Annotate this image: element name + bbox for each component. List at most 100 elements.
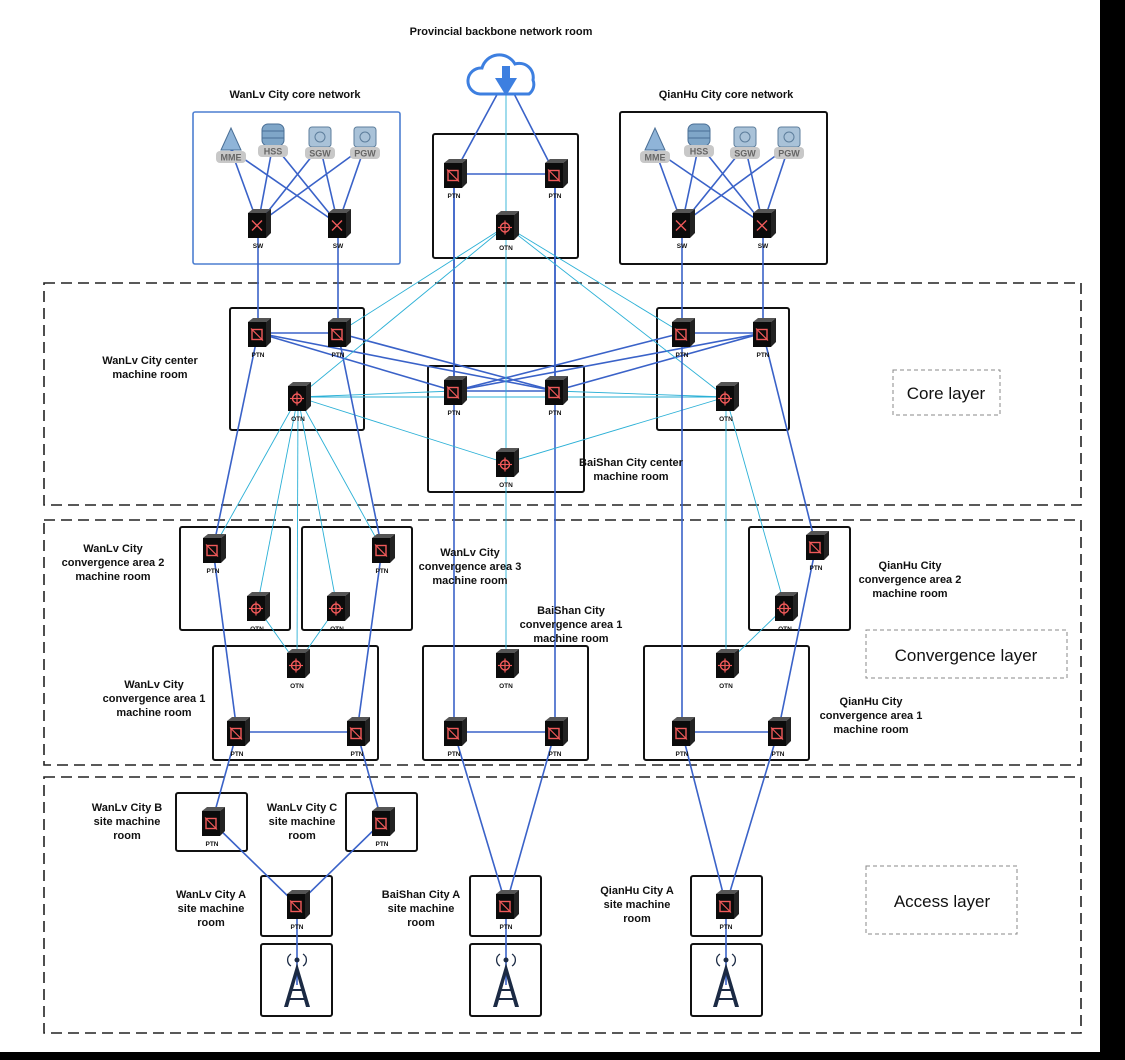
wanlv-b-room-box <box>175 792 248 852</box>
device-side <box>690 717 695 746</box>
element-tag <box>216 151 246 163</box>
baishan-conv1-room-label-line-3: machine room <box>533 633 608 645</box>
ptn-label: PTN <box>376 568 389 575</box>
ptn-icon-arrow <box>205 544 219 557</box>
link-wC-wA <box>296 821 383 906</box>
element-label: MME <box>645 153 666 163</box>
access-layer-box <box>43 776 1082 1034</box>
wanlv-c-room-label-line-2: site machine <box>269 816 336 828</box>
device-side <box>786 717 791 746</box>
gateway-shape <box>308 126 332 148</box>
device-side <box>734 649 739 678</box>
link-wp-swW1 <box>257 145 366 225</box>
otn-label: OTN <box>719 416 733 423</box>
otn-device-w1O: OTN <box>287 649 310 690</box>
ptn-icon-arrow <box>718 900 732 913</box>
convergence-layer-label: Convergence layer <box>895 646 1038 665</box>
wanlv-b-room-label-line-3: room <box>113 830 141 842</box>
wanlv-conv3-room-label-line-3: machine room <box>432 575 507 587</box>
link-qcP2-bcP2 <box>554 332 764 392</box>
backbone-room-box <box>432 133 579 259</box>
device-side <box>563 717 568 746</box>
hss-shape <box>687 123 711 147</box>
ptn-icon <box>290 900 302 913</box>
device-top <box>227 717 250 721</box>
qianhu-conv1-room-box <box>643 645 810 761</box>
wanlv-b-room-label-line-2: site machine <box>94 816 161 828</box>
device-top <box>287 649 310 653</box>
wanlv-a-room-label-line-1: WanLv City A <box>176 889 246 901</box>
ptn-label: PTN <box>676 352 689 359</box>
convergence-layer-label-box <box>865 629 1068 679</box>
device-top <box>496 649 519 653</box>
ptn-label: PTN <box>448 193 461 200</box>
wanlv-center-room-box <box>229 307 365 431</box>
wanlv-conv1-room-box <box>212 645 379 761</box>
ptn-icon-arrow <box>547 386 561 399</box>
device-side <box>514 890 519 919</box>
core-element-pgw-icon: PGW <box>350 126 380 159</box>
device-side <box>514 448 519 477</box>
convergence-layer-box <box>43 519 1082 766</box>
link-bbO-wcP2 <box>337 225 507 334</box>
link-q2P-q1P2 <box>777 545 817 733</box>
ptn-icon-arrow <box>229 727 243 740</box>
device-top <box>347 717 370 721</box>
element-tag <box>305 147 335 159</box>
ptn-label: PTN <box>500 924 513 931</box>
device-side <box>221 534 226 563</box>
ptn-icon <box>548 169 560 182</box>
tower-antenna <box>503 957 509 963</box>
device-side <box>462 159 467 188</box>
link-qp-swQ1 <box>681 145 790 225</box>
otn-device-b1O: OTN <box>496 649 519 690</box>
device-top <box>248 318 271 322</box>
switch-icon <box>251 220 263 231</box>
core-layer-box <box>43 282 1082 506</box>
otn-label: OTN <box>290 683 304 690</box>
device-top <box>496 890 519 894</box>
ptn-label: PTN <box>549 751 562 758</box>
link-qcO-bcO <box>505 396 727 464</box>
device-top <box>716 890 739 894</box>
device-top <box>672 318 695 322</box>
tower-antenna <box>723 957 729 963</box>
ptn-label: PTN <box>252 352 265 359</box>
switch-icon <box>331 220 343 231</box>
core-layer-label-box <box>892 369 1001 416</box>
link-q1P2-qA <box>725 731 779 906</box>
tower-waves <box>287 953 307 967</box>
ptn-label: PTN <box>231 751 244 758</box>
baishan-center-room-label-line-2: machine room <box>593 471 668 483</box>
ptn-label: PTN <box>291 924 304 931</box>
element-tag <box>684 145 714 157</box>
wanlv-conv1-room-label-line-1: WanLv City <box>124 679 184 691</box>
link-qcP1-bcP1 <box>453 332 683 392</box>
cloud-arrow-stem <box>502 66 510 80</box>
wanlv-conv2-room-box <box>179 526 291 631</box>
ptn-icon <box>230 727 242 740</box>
ptn-icon-arrow <box>289 900 303 913</box>
ptn-icon <box>675 727 687 740</box>
cell-tower-icon <box>284 953 310 1007</box>
baishan-a-room-label-line-2: site machine <box>388 903 455 915</box>
wanlv-conv1-room-label-line-2: convergence area 1 <box>103 693 206 705</box>
ptn-icon <box>499 900 511 913</box>
ptn-icon <box>331 328 343 341</box>
ptn-icon-arrow <box>204 817 218 830</box>
qianhu-conv1-room-label-line-2: convergence area 1 <box>820 710 923 722</box>
link-wcP1-w2P <box>212 332 259 550</box>
tower-waves <box>496 953 516 967</box>
core-element-hss-icon: HSS <box>258 123 288 157</box>
ptn-device-qcP1: PTN <box>672 318 695 359</box>
device-side <box>690 318 695 347</box>
ptn-icon-arrow <box>330 328 344 341</box>
device-side <box>690 209 695 238</box>
wanlv-center-room-label-line-1: WanLv City center <box>102 355 198 367</box>
otn-label: OTN <box>250 626 264 633</box>
wanlv-core-network-box <box>192 111 401 265</box>
